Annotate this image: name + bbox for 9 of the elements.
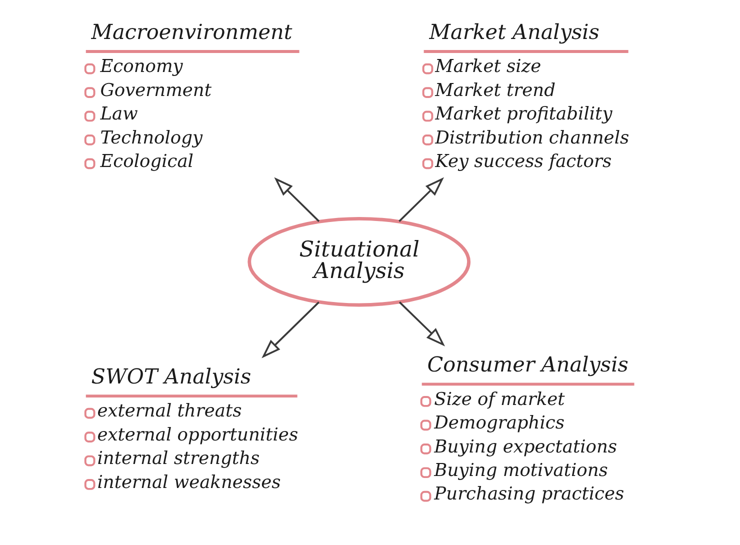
arrow [274,177,320,222]
node-label: Consumer Analysis [426,352,628,377]
node-label: Macroenvironment [90,20,292,44]
arrow [261,302,319,358]
arrow [398,302,445,346]
node-label: SWOT Analysis [90,364,251,388]
node-label: Market Analysis [428,20,599,44]
node-ellipse: Situational Analysis [247,216,470,307]
arrow [398,177,444,222]
